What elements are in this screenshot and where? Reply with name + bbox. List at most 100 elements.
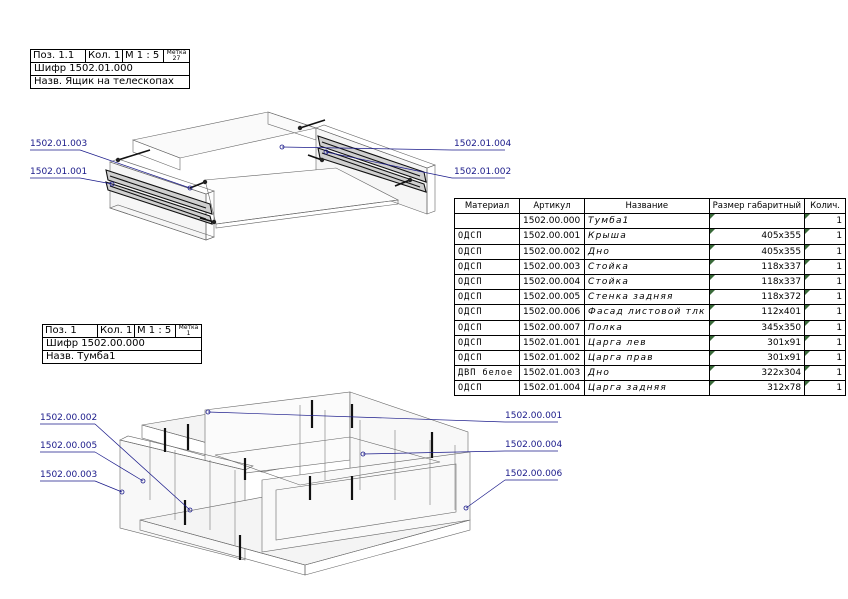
cell-article: 1502.01.004 (519, 380, 585, 397)
cell-article: 1502.00.000 (519, 213, 585, 230)
cell-qty: 1 (804, 273, 847, 291)
cell-size: 301x91 (708, 349, 806, 367)
column-header-name: Название (584, 197, 710, 215)
stamp-scale: М 1 : 5 (135, 325, 176, 337)
callout-label: 1502.01.003 (30, 139, 87, 149)
callout-label: 1502.00.001 (505, 411, 562, 421)
cell-name: Тумба1 (584, 213, 710, 230)
callout-label: 1502.00.003 (40, 470, 97, 480)
callout-label: 1502.01.004 (454, 139, 512, 149)
cell-material: ОДСП (454, 334, 520, 351)
cell-qty: 1 (804, 289, 847, 306)
callout-label: 1502.00.002 (40, 413, 97, 423)
column-header-qty: Колич. (804, 197, 847, 215)
cabinet-drawing (119, 391, 471, 576)
cell-qty: 1 (804, 213, 847, 230)
stamp-name: Назв. Ящик на телескопах (34, 76, 174, 87)
cell-name: Царга лев (584, 334, 710, 351)
cell-size: 405x355 (708, 243, 806, 260)
cell-name: Дно (584, 243, 710, 260)
cell-article: 1502.00.003 (519, 258, 585, 275)
cell-name: Дно (584, 365, 710, 382)
cell-material (454, 213, 520, 230)
callout-label: 1502.01.001 (30, 167, 87, 177)
cell-name: Стенка задняя (584, 289, 710, 306)
specification-table: Материал Артикул Название Размер габарит… (454, 197, 847, 397)
callout-label: 1502.00.004 (505, 440, 563, 450)
stamp-pos: Поз. 1 (43, 325, 98, 337)
cell-size: 301x91 (708, 334, 806, 351)
cell-qty: 1 (804, 258, 847, 275)
cell-size (708, 213, 806, 230)
cell-article: 1502.00.007 (519, 319, 585, 336)
title-stamp-drawer: Поз. 1.1 Кол. 1 М 1 : 5 Метка 27 Шифр 15… (30, 49, 190, 89)
cell-qty: 1 (804, 380, 847, 397)
stamp-qty: Кол. 1 (98, 325, 135, 337)
stamp-code: Шифр 1502.01.000 (34, 63, 133, 74)
cell-name: Полка (584, 319, 710, 336)
cell-name: Царга задняя (584, 380, 710, 397)
stamp-mark-value: 27 (172, 55, 181, 62)
cell-material: ОДСП (454, 243, 520, 260)
stamp-mark-label: Метка (166, 50, 187, 56)
cell-article: 1502.00.001 (519, 228, 585, 245)
callout-label: 1502.00.006 (505, 469, 563, 479)
cell-material: ОДСП (454, 228, 520, 245)
callout-label: 1502.01.002 (454, 167, 511, 177)
stamp-name: Назв. Тумба1 (46, 351, 116, 362)
column-header-size: Размер габаритный (708, 197, 806, 215)
cell-article: 1502.00.005 (519, 289, 585, 306)
stamp-mark: Метка 1 (176, 325, 201, 337)
table-header-row: Материал Артикул Название Размер габарит… (454, 197, 847, 215)
callout-label: 1502.00.005 (40, 441, 97, 451)
column-header-article: Артикул (519, 197, 585, 215)
cell-qty: 1 (804, 304, 847, 321)
cell-article: 1502.00.006 (519, 304, 585, 321)
cell-size: 405x355 (708, 228, 806, 245)
cell-qty: 1 (804, 349, 847, 367)
cell-material: ОДСП (454, 304, 520, 321)
cell-name: Стойка (584, 273, 710, 291)
stamp-mark-value: 1 (186, 330, 191, 337)
cell-name: Крыша (584, 228, 710, 245)
title-stamp-cabinet: Поз. 1 Кол. 1 М 1 : 5 Метка 1 Шифр 1502.… (42, 324, 202, 364)
cell-qty: 1 (804, 319, 847, 336)
cell-article: 1502.01.001 (519, 334, 585, 351)
column-header-material: Материал (454, 197, 520, 215)
stamp-mark: Метка 27 (164, 50, 189, 62)
cell-size: 118x372 (708, 289, 806, 306)
stamp-mark-label: Метка (178, 325, 199, 331)
cell-material: ДВП белое (454, 365, 520, 382)
cell-material: ОДСП (454, 273, 520, 291)
cell-article: 1502.00.002 (519, 243, 585, 260)
cell-article: 1502.01.003 (519, 365, 585, 382)
cell-size: 312x78 (708, 380, 806, 397)
cell-qty: 1 (804, 365, 847, 382)
stamp-pos: Поз. 1.1 (31, 50, 86, 62)
cell-article: 1502.01.002 (519, 349, 585, 367)
cell-name: Стойка (584, 258, 710, 275)
stamp-qty: Кол. 1 (86, 50, 123, 62)
cell-qty: 1 (804, 228, 847, 245)
cell-size: 112x401 (708, 304, 806, 321)
cell-material: ОДСП (454, 289, 520, 306)
cell-size: 118x337 (708, 258, 806, 275)
cell-qty: 1 (804, 243, 847, 260)
cell-material: ОДСП (454, 258, 520, 275)
cell-article: 1502.00.004 (519, 273, 585, 291)
cell-material: ОДСП (454, 319, 520, 336)
stamp-scale: М 1 : 5 (123, 50, 164, 62)
cell-name: Фасад листовой тлк (584, 304, 710, 321)
cell-name: Царга прав (584, 349, 710, 367)
